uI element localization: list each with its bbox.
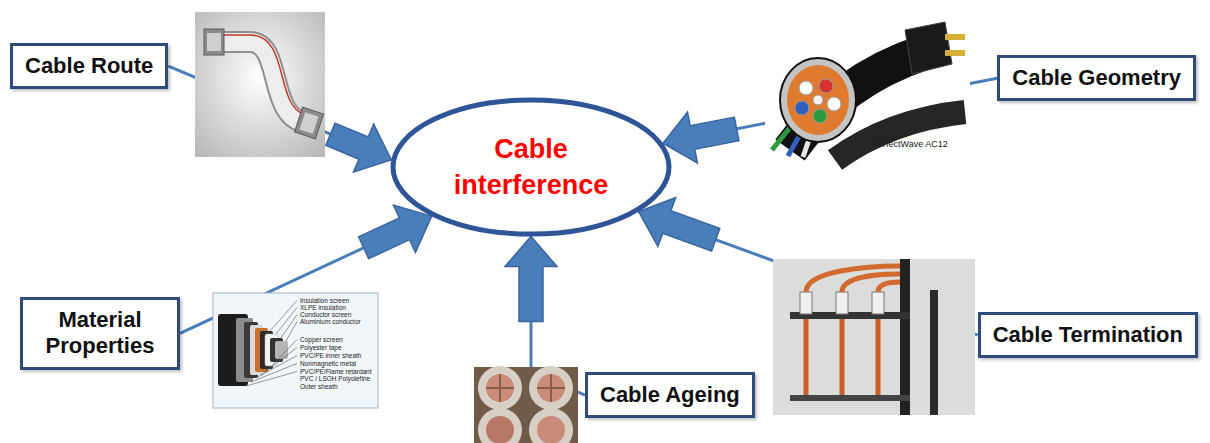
leader-line: [270, 301, 297, 332]
power-cable-picture: [799, 81, 813, 95]
ribbon-cable-picture: [204, 29, 224, 55]
termination-photo: [900, 259, 910, 415]
factor-label: Cable Geometry: [1012, 65, 1181, 91]
termination-photo: [773, 259, 975, 415]
layer-label: Copper screen: [300, 336, 376, 343]
power-cable-picture: [795, 101, 809, 115]
power-cable-picture: [945, 50, 965, 56]
factor-box: Cable Ageing: [585, 372, 755, 418]
termination-photo: [773, 259, 975, 415]
factor-label: Cable Termination: [993, 322, 1183, 348]
ribbon-cable-picture: [207, 33, 221, 51]
aged-cable-photo: [474, 366, 578, 443]
ribbon-cable-picture: [295, 107, 324, 139]
central-title: Cable interference: [426, 131, 636, 204]
ellipse-outline: [390, 97, 672, 237]
cable-cutaway-picture: [275, 341, 288, 359]
leader-line: [266, 340, 297, 373]
factor-box: Cable Route: [10, 43, 168, 89]
ribbon-cable-picture: [195, 12, 325, 157]
power-cable-picture: [905, 22, 952, 74]
power-cable-picture: [765, 8, 970, 160]
block-arrow: [505, 237, 557, 322]
leader-line: [256, 356, 297, 379]
aged-cable-photo: [478, 408, 522, 443]
layer-label: XLPE insulation: [300, 304, 376, 311]
factor-box: Material Properties: [20, 297, 180, 370]
factor-box: Cable Termination: [978, 312, 1198, 358]
ribbon-cable-picture: [222, 35, 305, 115]
factor-label: Cable Route: [25, 53, 153, 79]
leader-line: [246, 301, 297, 387]
layer-label: PVC/PE inner sheath: [300, 352, 376, 359]
block-arrow: [663, 112, 739, 163]
ribbon-cable-picture: [222, 42, 302, 122]
factor-label: Material Properties: [35, 307, 165, 360]
termination-photo: [842, 274, 900, 292]
aged-cable-photo: [537, 416, 565, 443]
power-cable-picture: [813, 95, 823, 105]
termination-photo: [872, 292, 884, 314]
termination-photo: [806, 319, 878, 400]
leader-line: [286, 322, 297, 342]
leader-line: [246, 372, 297, 387]
aged-cable-photo: [486, 416, 514, 443]
layer-label: PVC/PE/Flame retardant PVC / LSOH Polyol…: [300, 368, 376, 390]
central-ellipse: Cable interference: [390, 97, 672, 237]
power-cable-picture: [813, 109, 827, 123]
power-cable-picture: [945, 34, 965, 40]
ribbon-cable-picture: [300, 112, 319, 133]
layer-label: Insulation screen: [300, 297, 376, 304]
termination-photo: [930, 290, 938, 415]
picture-caption: PerfectWave AC12: [872, 140, 968, 150]
layer-label: Polyester tape: [300, 344, 376, 351]
power-cable-picture: [765, 8, 970, 160]
aged-cable-photo: [486, 374, 565, 402]
layer-label: Conductor screen: [300, 311, 376, 318]
cable-cutaway-picture: [213, 293, 378, 408]
termination-photo: [806, 266, 900, 292]
factor-label: Cable Ageing: [600, 382, 740, 408]
termination-photo: [800, 292, 812, 314]
layer-label: Aluminium conductor: [300, 318, 376, 325]
power-cable-picture: [835, 112, 965, 160]
termination-photo: [836, 292, 848, 314]
layer-label: Nonmagnetic metal: [300, 360, 376, 367]
termination-photo: [790, 395, 910, 401]
aged-cable-photo: [529, 408, 573, 443]
power-cable-picture: [819, 79, 833, 93]
cable-cutaway-picture: [213, 293, 378, 408]
power-cable-picture: [787, 65, 849, 135]
block-arrow: [359, 205, 432, 258]
block-arrow: [326, 123, 392, 172]
factor-box: Cable Geometry: [997, 55, 1196, 101]
block-arrow: [639, 198, 720, 252]
leader-line: [251, 364, 297, 383]
ellipse-outline: [393, 100, 669, 234]
ribbon-cable-picture: [222, 42, 302, 122]
aged-cable-photo: [474, 367, 578, 443]
power-cable-picture: [780, 58, 856, 142]
power-cable-picture: [827, 97, 841, 111]
termination-photo: [878, 282, 900, 292]
ribbon-cable-picture: [195, 12, 325, 157]
